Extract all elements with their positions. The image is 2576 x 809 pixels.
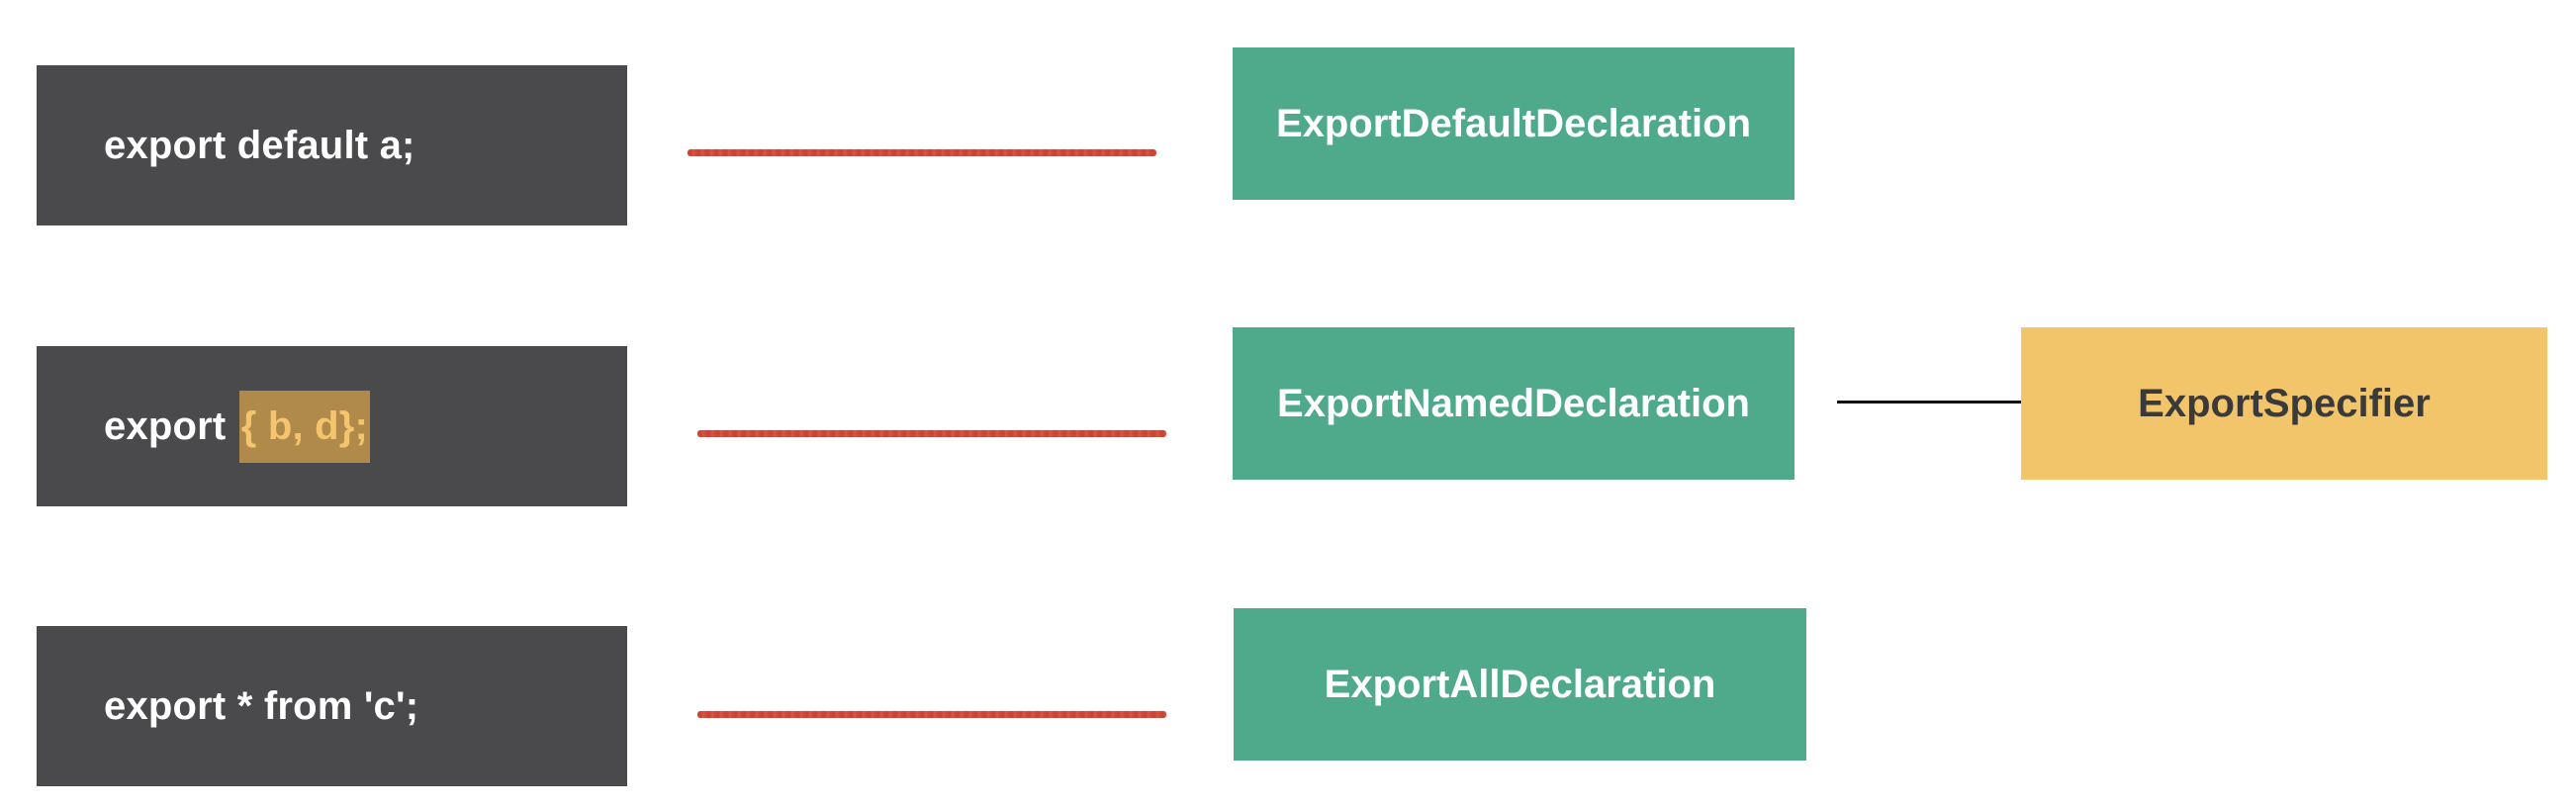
declaration-label: ExportNamedDeclaration	[1277, 381, 1750, 425]
code-text: export default a;	[104, 123, 415, 167]
code-box-export-all: export * from 'c';	[37, 626, 627, 786]
connector-line-all	[697, 711, 1166, 718]
specifier-connector-line	[1837, 401, 2028, 404]
export-default-declaration-node: ExportDefaultDeclaration	[1233, 47, 1794, 200]
code-text: export	[104, 404, 237, 448]
connector-line-named	[697, 430, 1166, 437]
export-named-declaration-node: ExportNamedDeclaration	[1233, 327, 1794, 480]
export-all-declaration-node: ExportAllDeclaration	[1234, 608, 1806, 761]
connector-line-default	[688, 149, 1156, 156]
declaration-label: ExportAllDeclaration	[1324, 662, 1716, 706]
code-box-export-default: export default a;	[37, 65, 627, 225]
code-text: export * from 'c';	[104, 683, 419, 728]
declaration-label: ExportDefaultDeclaration	[1275, 101, 1752, 145]
specifier-label: ExportSpecifier	[2138, 381, 2431, 425]
code-highlight: { b, d};	[238, 390, 371, 463]
code-box-export-named: export { b, d};	[37, 346, 627, 506]
export-specifier-node: ExportSpecifier	[2021, 327, 2547, 480]
